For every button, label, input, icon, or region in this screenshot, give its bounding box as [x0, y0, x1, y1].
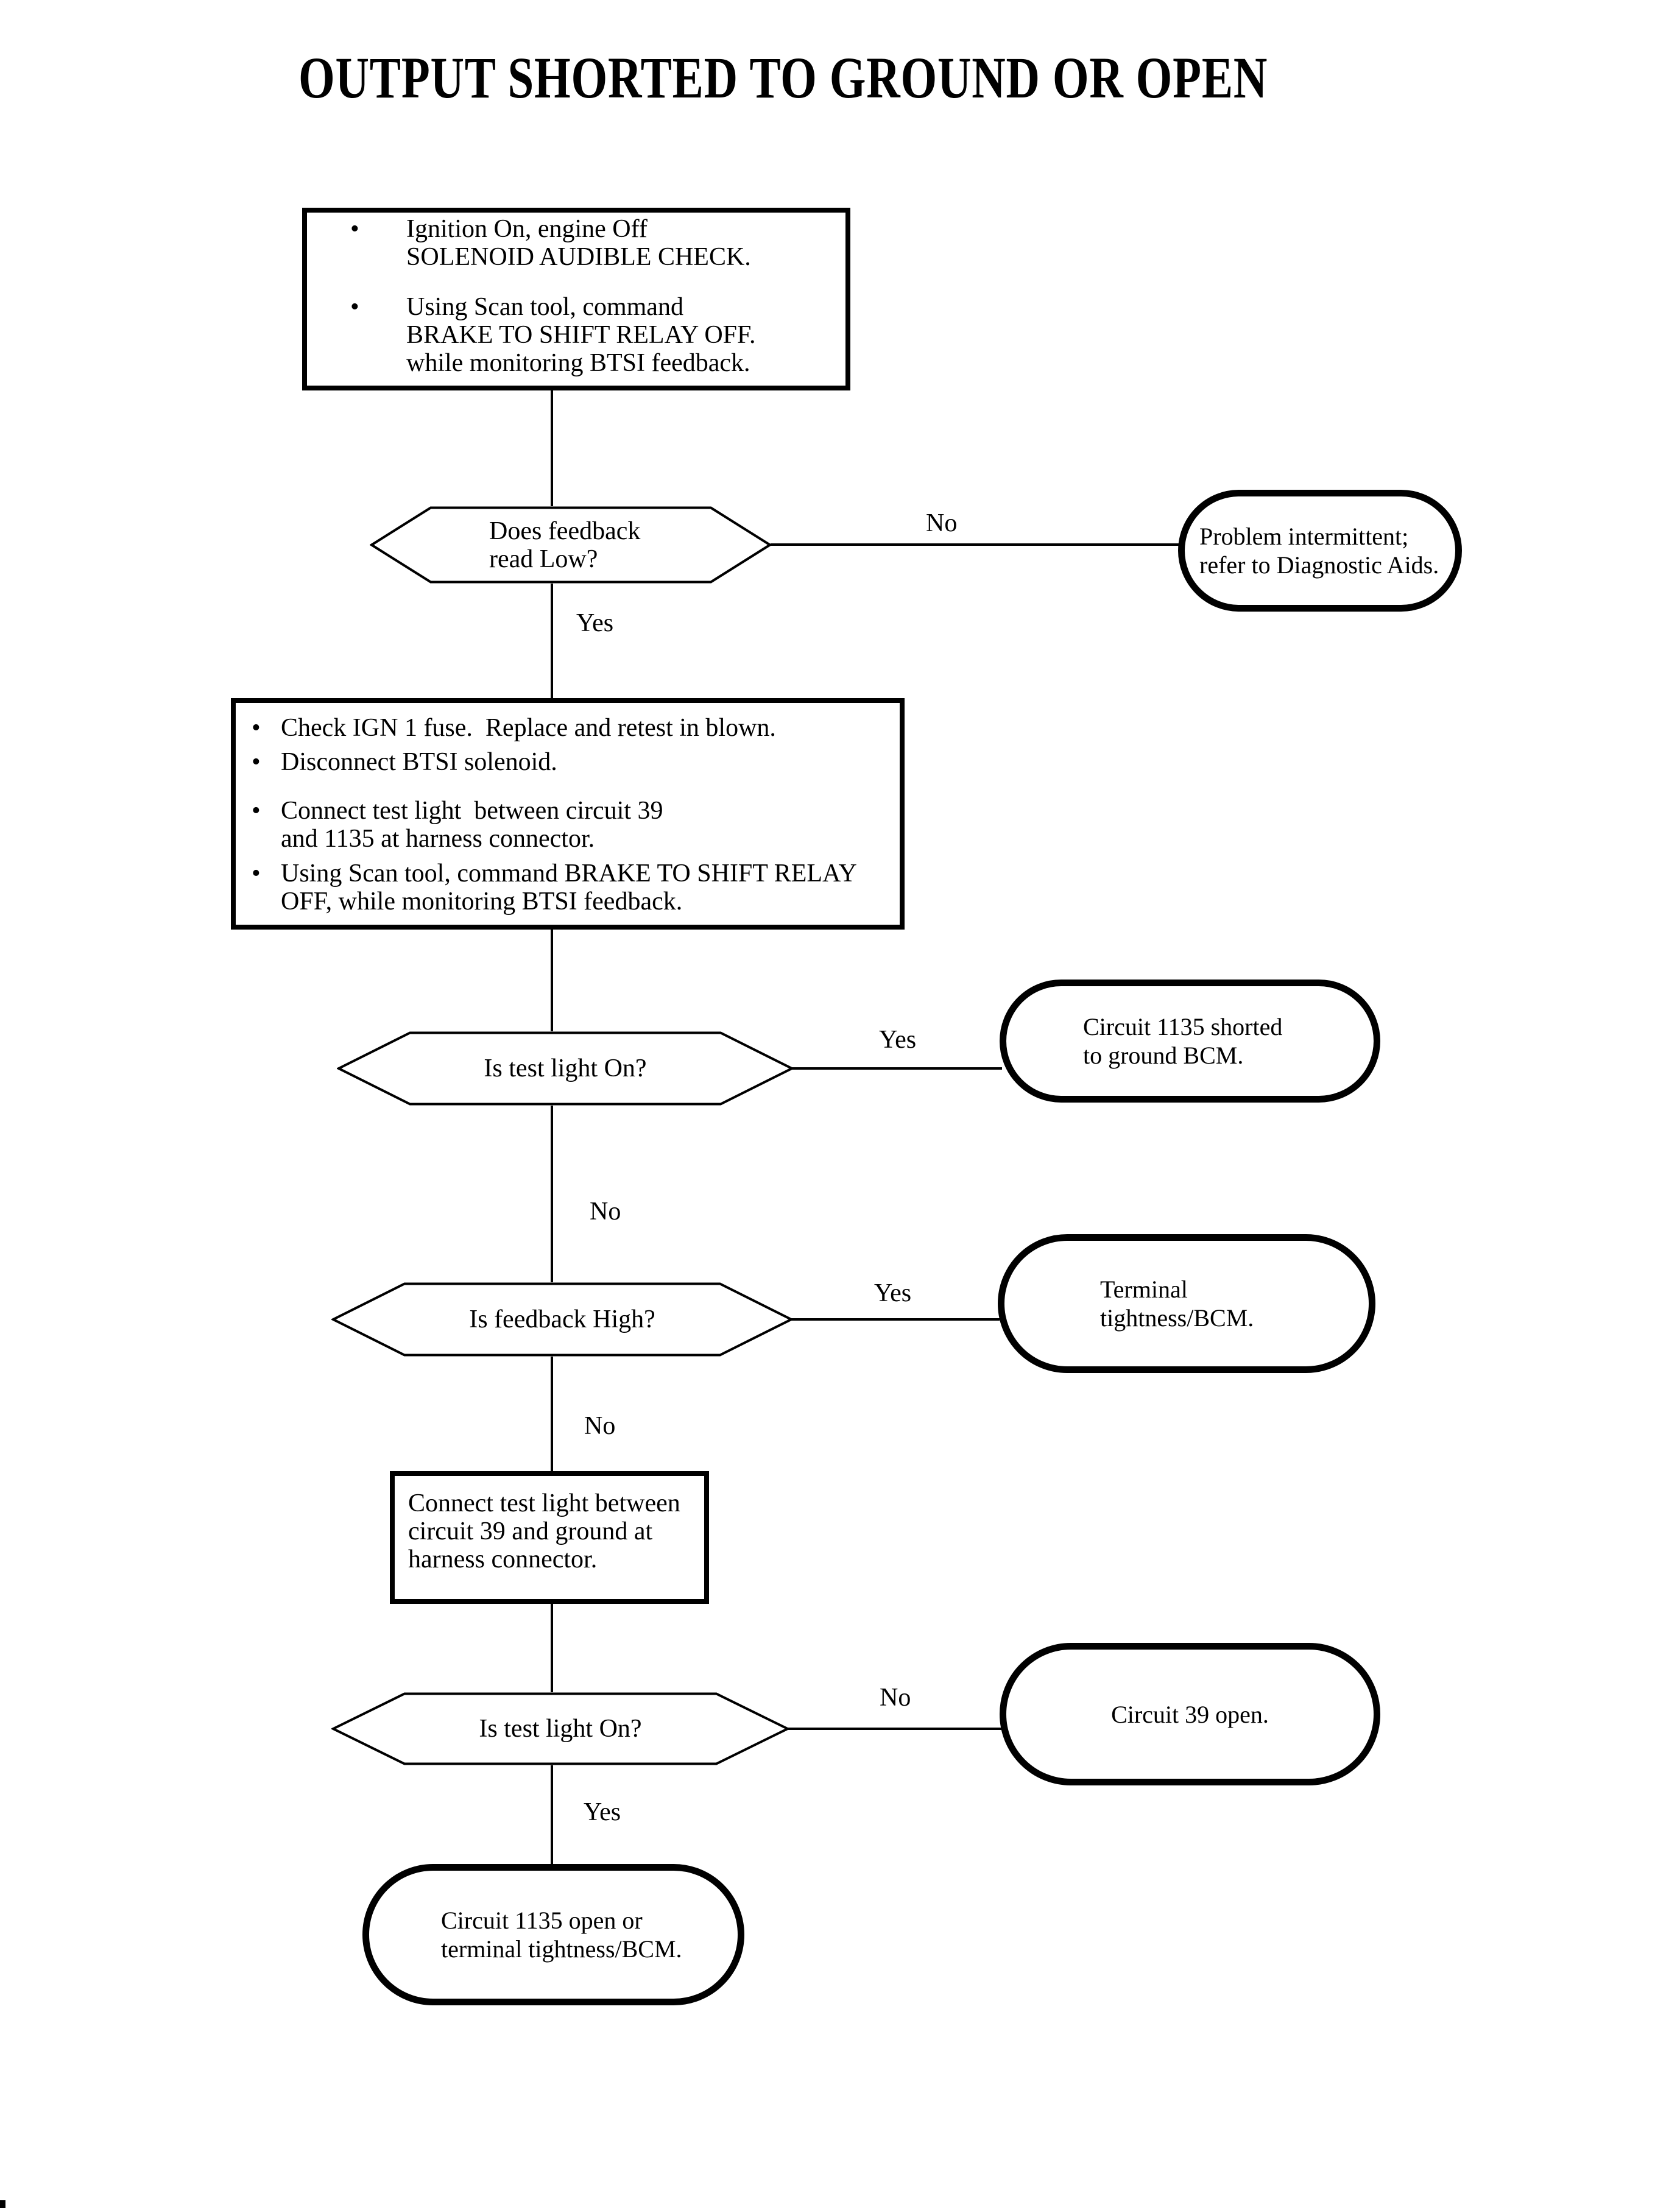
bullet-item: • Disconnect BTSI solenoid.: [236, 748, 900, 776]
bullet-icon: •: [350, 293, 359, 321]
connector-q2-no: [551, 1106, 553, 1282]
hexagon-shape: [337, 1031, 794, 1106]
bullet-icon: •: [252, 860, 261, 888]
terminator-circuit-1135-open: Circuit 1135 open or terminal tightness/…: [362, 1864, 744, 2005]
terminator-terminal-tightness: Terminal tightness/BCM.: [998, 1234, 1375, 1373]
bullet-icon: •: [252, 748, 261, 776]
process-text-line: BRAKE TO SHIFT RELAY OFF.: [406, 321, 756, 349]
terminator-text-line: tightness/BCM.: [1100, 1304, 1254, 1332]
connector-q1-yes: [551, 584, 553, 698]
edge-label-yes-test-light-1: Yes: [879, 1026, 917, 1054]
process-text-line: circuit 39 and ground at: [408, 1517, 653, 1545]
terminator-text-line: Terminal: [1100, 1276, 1188, 1303]
decision-text-line: read Low?: [489, 545, 598, 573]
decision-text-line: Is test light On?: [484, 1054, 647, 1082]
page-title: OUTPUT SHORTED TO GROUND OR OPEN: [298, 45, 1268, 110]
decision-text-line: Is feedback High?: [469, 1305, 655, 1333]
connector-check-to-q2: [551, 930, 553, 1031]
decision-is-feedback-high: Is feedback High?: [331, 1282, 793, 1357]
terminator-text-line: Problem intermittent;: [1199, 523, 1409, 550]
connector-q3-no: [551, 1357, 553, 1471]
process-text-line: Connect test light between circuit 39: [281, 797, 663, 825]
hexagon-shape: [331, 1282, 793, 1357]
hexagon-shape: [370, 506, 772, 584]
bullet-icon: •: [252, 714, 261, 742]
decision-text-line: Does feedback: [489, 517, 641, 545]
process-text-line: Disconnect BTSI solenoid.: [281, 748, 557, 776]
bullet-item: • Ignition On, engine Off SOLENOID AUDIB…: [307, 215, 845, 271]
process-text-line: while monitoring BTSI feedback.: [406, 349, 750, 377]
process-text-line: Using Scan tool, command BRAKE TO SHIFT …: [281, 860, 857, 888]
hexagon-shape: [331, 1692, 789, 1765]
bullet-item: • Check IGN 1 fuse. Replace and retest i…: [236, 714, 900, 742]
terminator-circuit-1135-shorted: Circuit 1135 shorted to ground BCM.: [1000, 980, 1380, 1103]
process-text-line: Check IGN 1 fuse. Replace and retest in …: [281, 714, 776, 742]
scan-artifact-dot: [0, 2200, 5, 2208]
bullet-item: • Using Scan tool, command BRAKE TO SHIF…: [307, 293, 845, 377]
process-text-line: and 1135 at harness connector.: [281, 825, 595, 853]
process-text-line: Connect test light between: [408, 1489, 680, 1517]
terminator-text-line: Circuit 1135 shorted: [1083, 1013, 1283, 1040]
connector-start-to-q1: [551, 390, 553, 506]
decision-text-line: Is test light On?: [479, 1715, 642, 1743]
process-text-line: Using Scan tool, command: [406, 293, 683, 321]
connector-q1-no: [771, 543, 1179, 546]
process-text-line: Ignition On, engine Off: [406, 215, 648, 243]
bullet-icon: •: [350, 215, 359, 243]
edge-label-no-test-light-1: No: [590, 1198, 621, 1226]
edge-label-no-feedback-high: No: [584, 1412, 616, 1440]
connector-q3-yes: [788, 1318, 1000, 1321]
connector-connect-to-q4: [551, 1604, 553, 1692]
connector-q4-no: [788, 1728, 1001, 1730]
decision-is-test-light-on-1: Is test light On?: [337, 1031, 794, 1106]
connector-q4-yes: [551, 1765, 553, 1864]
terminator-text-line: refer to Diagnostic Aids.: [1199, 551, 1439, 579]
process-text-line: harness connector.: [408, 1545, 598, 1573]
edge-label-yes-feedback-high: Yes: [874, 1279, 912, 1307]
process-text-line: OFF, while monitoring BTSI feedback.: [281, 888, 683, 916]
edge-label-no-feedback-low: No: [926, 509, 958, 537]
connector-q2-yes: [792, 1067, 1002, 1070]
terminator-text-line: terminal tightness/BCM.: [441, 1935, 682, 1963]
bullet-icon: •: [252, 797, 261, 825]
bullet-item: • Using Scan tool, command BRAKE TO SHIF…: [236, 860, 900, 916]
decision-is-test-light-on-2: Is test light On?: [331, 1692, 789, 1765]
terminator-text-line: Circuit 39 open.: [1111, 1700, 1269, 1728]
decision-does-feedback-read-low: Does feedback read Low?: [370, 506, 772, 584]
terminator-problem-intermittent: Problem intermittent; refer to Diagnosti…: [1178, 490, 1462, 612]
process-solenoid-audible-check: • Ignition On, engine Off SOLENOID AUDIB…: [302, 208, 850, 390]
edge-label-yes-feedback-low: Yes: [576, 609, 614, 637]
edge-label-yes-test-light-2: Yes: [584, 1798, 621, 1826]
terminator-text-line: Circuit 1135 open or: [441, 1907, 643, 1934]
edge-label-no-test-light-2: No: [880, 1684, 911, 1712]
bullet-item: • Connect test light between circuit 39 …: [236, 797, 900, 853]
process-check-ign-fuse: • Check IGN 1 fuse. Replace and retest i…: [231, 698, 905, 930]
process-connect-test-light: Connect test light between circuit 39 an…: [390, 1471, 709, 1604]
process-text-line: SOLENOID AUDIBLE CHECK.: [406, 243, 751, 271]
terminator-circuit-39-open: Circuit 39 open.: [1000, 1643, 1380, 1785]
terminator-text-line: to ground BCM.: [1083, 1042, 1244, 1069]
